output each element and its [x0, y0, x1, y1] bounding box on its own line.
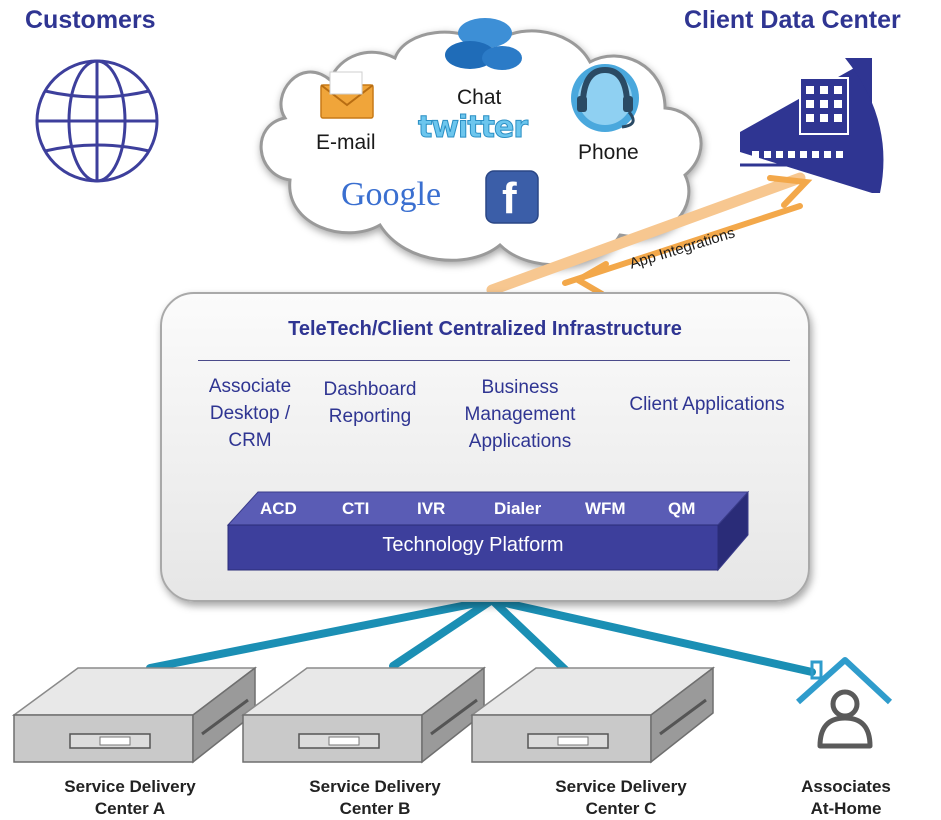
connection-line-a — [146, 596, 496, 672]
server-c-icon — [469, 666, 716, 764]
center-line: Center A — [94, 799, 166, 818]
connection-line-c — [488, 596, 578, 682]
center-line: Center B — [339, 799, 411, 818]
center-line: Center C — [585, 799, 657, 818]
component-acd: ACD — [260, 499, 297, 518]
connection-line-b — [389, 596, 496, 670]
app-associate-desktop: Associate Desktop / CRM — [198, 373, 302, 454]
component-dialer: Dialer — [494, 499, 542, 518]
facebook-logo-icon — [485, 170, 539, 224]
app-line: Client Applications — [629, 394, 785, 415]
component-ivr: IVR — [417, 499, 446, 518]
facebook-letter: f — [502, 174, 517, 223]
network-connections — [146, 596, 816, 682]
app-dashboard-reporting: Dashboard Reporting — [312, 376, 428, 430]
email-envelope-icon — [320, 71, 374, 119]
component-wfm: WFM — [585, 499, 626, 518]
app-line: Business — [481, 377, 559, 398]
app-line: Dashboard — [323, 379, 417, 400]
center-line: Service Delivery — [64, 777, 196, 796]
google-logo-icon: Google — [341, 176, 442, 213]
center-a-label: Service Delivery Center A — [40, 776, 220, 820]
app-line: Reporting — [328, 406, 412, 427]
app-line: Applications — [468, 431, 572, 452]
email-channel-label: E-mail — [316, 131, 376, 154]
center-c-label: Service Delivery Center C — [531, 776, 711, 820]
app-line: Management — [464, 404, 576, 425]
technology-platform-label: Technology Platform — [382, 534, 564, 556]
center-line: At-Home — [810, 799, 882, 818]
app-client-applications: Client Applications — [610, 391, 804, 418]
app-integration-arrow — [486, 172, 813, 297]
client-data-center-title: Client Data Center — [684, 6, 901, 34]
building-icon — [740, 58, 884, 193]
component-qm: QM — [668, 499, 696, 518]
infrastructure-divider — [198, 360, 790, 361]
app-line: Associate — [208, 376, 292, 397]
connection-line-home — [488, 596, 816, 676]
chat-bubbles-icon — [445, 18, 522, 70]
center-b-label: Service Delivery Center B — [285, 776, 465, 820]
phone-channel-label: Phone — [578, 141, 639, 164]
globe-icon — [35, 59, 159, 183]
server-a-icon — [11, 666, 258, 764]
infrastructure-title: TeleTech/Client Centralized Infrastructu… — [288, 318, 682, 340]
center-line: Service Delivery — [555, 777, 687, 796]
app-line: Desktop / — [209, 403, 291, 424]
customers-title: Customers — [25, 6, 156, 34]
component-cti: CTI — [342, 499, 370, 518]
app-business-management: Business Management Applications — [448, 374, 592, 455]
center-line: Associates — [801, 777, 891, 796]
app-line: CRM — [228, 430, 272, 451]
associates-at-home-label: Associates At-Home — [776, 776, 916, 820]
home-associate-icon — [796, 657, 893, 749]
phone-headset-icon — [571, 64, 639, 132]
server-b-icon — [240, 666, 487, 764]
center-line: Service Delivery — [309, 777, 441, 796]
chat-channel-label: Chat — [457, 86, 502, 109]
twitter-logo-icon: twitter — [417, 110, 528, 146]
